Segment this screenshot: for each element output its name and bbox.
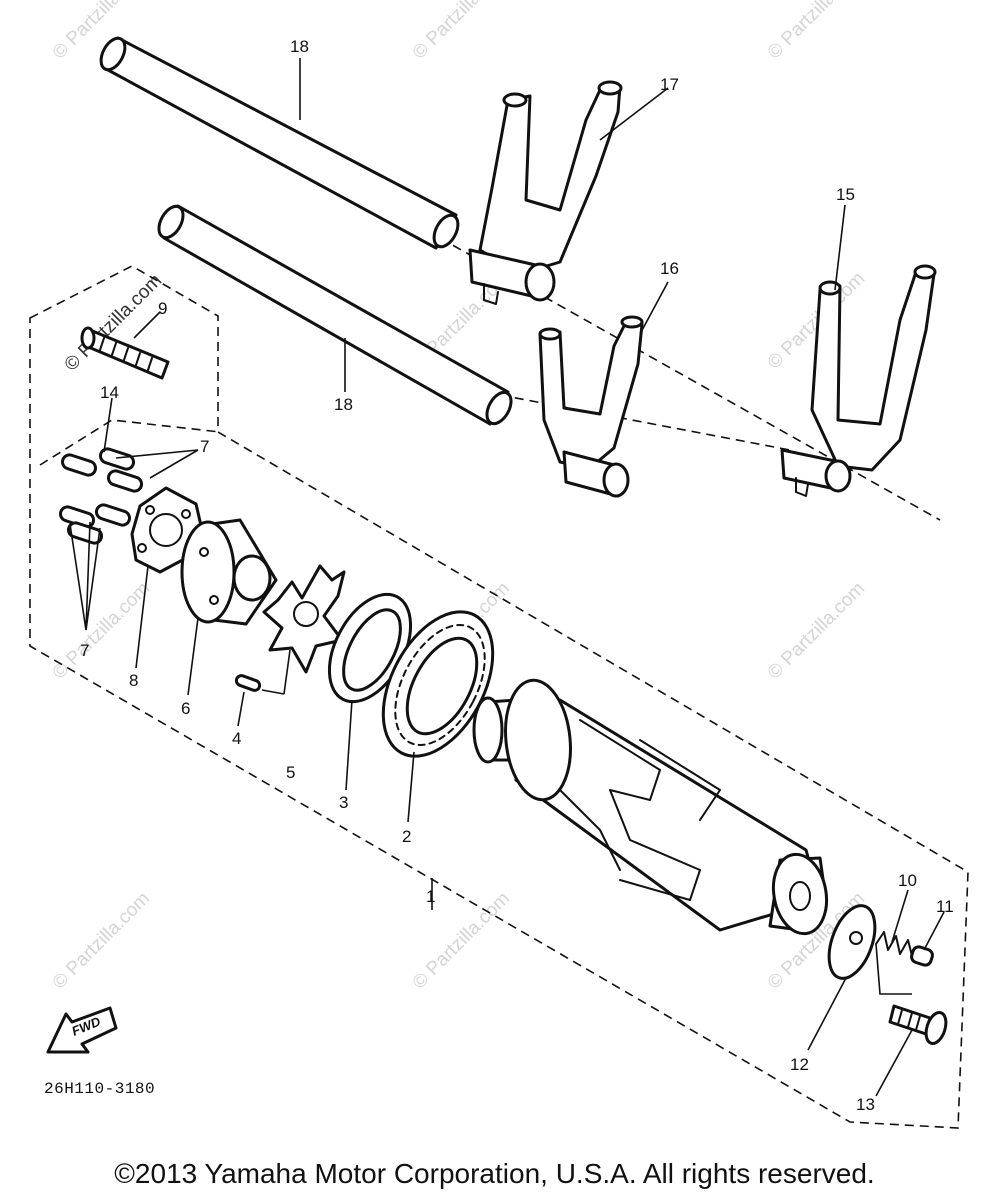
callout-16: 16 xyxy=(660,259,679,278)
callout-11: 11 xyxy=(936,897,954,916)
callouts: 1 2 3 4 5 6 7 7 8 9 10 11 12 13 14 15 16… xyxy=(80,37,954,1114)
watermark: © Partzilla.com xyxy=(764,578,869,683)
plunger-11 xyxy=(910,945,934,967)
callout-1: 1 xyxy=(426,887,435,906)
watermark: © Partzilla.com xyxy=(409,888,514,993)
watermark: © Partzilla.com xyxy=(49,578,154,683)
callout-10: 10 xyxy=(898,871,917,890)
bolt-13 xyxy=(888,1004,948,1045)
watermark: © Partzilla.com xyxy=(409,0,514,64)
callout-3: 3 xyxy=(339,793,348,812)
copyright-notice: ©2013 Yamaha Motor Corporation, U.S.A. A… xyxy=(114,1158,875,1189)
spring-10 xyxy=(875,931,913,957)
callout-2: 2 xyxy=(402,827,411,846)
callout-12: 12 xyxy=(790,1055,809,1074)
bearing-2 xyxy=(381,610,495,758)
pins xyxy=(58,447,144,545)
watermark: © Partzilla.com xyxy=(764,0,869,64)
callout-18: 18 xyxy=(290,37,309,56)
callout-9: 9 xyxy=(158,299,167,318)
shift-rod-lower xyxy=(157,204,513,426)
washer-12 xyxy=(827,904,877,980)
leader-lines xyxy=(69,58,945,1097)
callout-7: 7 xyxy=(80,641,89,660)
diagram-code: 26H110-3180 xyxy=(44,1080,156,1098)
shift-fork-15 xyxy=(780,264,937,497)
shift-drum-1 xyxy=(472,678,829,936)
callout-17: 17 xyxy=(660,75,679,94)
callout-6: 6 xyxy=(181,699,190,718)
fwd-arrow-icon: FWD xyxy=(46,1006,118,1054)
shift-fork-16 xyxy=(538,315,644,498)
shift-cam-6 xyxy=(180,518,278,626)
callout-8: 8 xyxy=(129,671,138,690)
stopper-star-5 xyxy=(262,564,346,674)
screw-9 xyxy=(80,326,170,380)
pin-4 xyxy=(234,674,262,692)
callout-5: 5 xyxy=(286,763,295,782)
callout-14: 14 xyxy=(100,383,119,402)
callout-4: 4 xyxy=(232,729,241,748)
callout-15: 15 xyxy=(836,185,855,204)
watermark: © Partzilla.com xyxy=(49,888,154,993)
callout-13: 13 xyxy=(856,1095,875,1114)
callout-18: 18 xyxy=(334,395,353,414)
callout-7: 7 xyxy=(200,437,209,456)
shift-fork-17 xyxy=(468,80,623,305)
washer-3 xyxy=(327,592,413,704)
shift-rod-upper xyxy=(99,36,460,250)
